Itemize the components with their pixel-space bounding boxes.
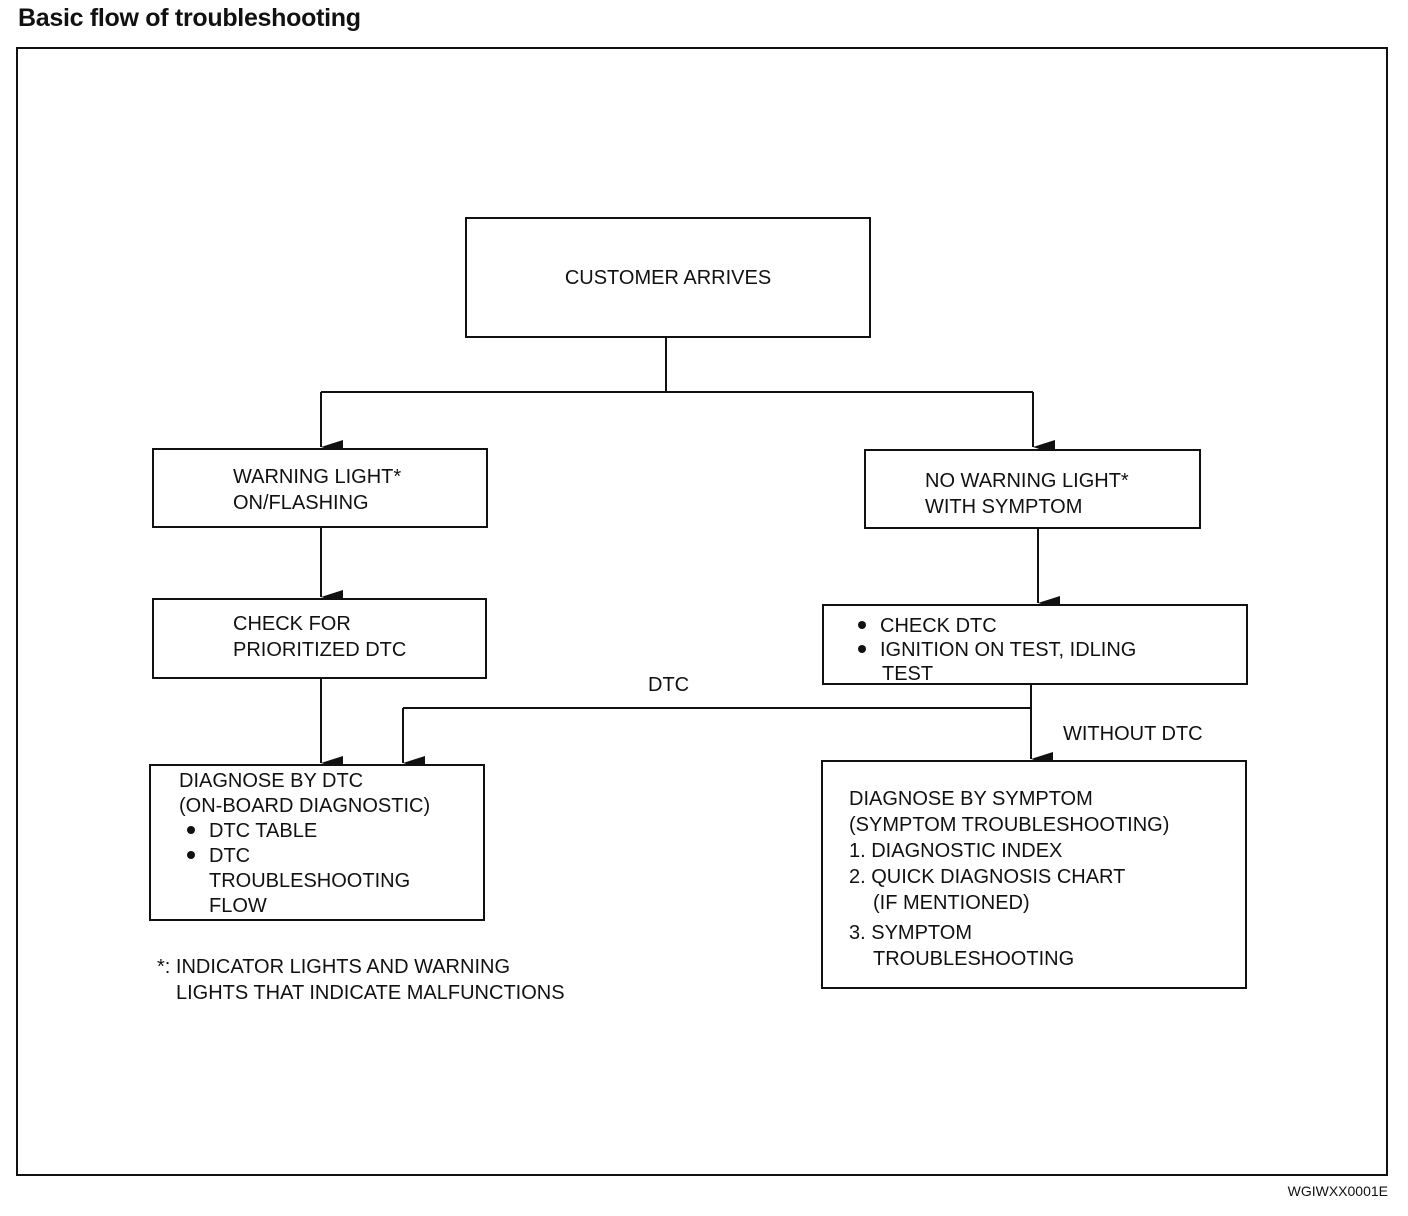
bullet-dot-icon: [187, 819, 209, 844]
node-check-prioritized-line-2: PRIORITIZED DTC: [233, 639, 407, 661]
check-dtc-continuation: TEST: [882, 663, 934, 685]
diagnose-symptom-item-3-cont: TROUBLESHOOTING: [873, 948, 1075, 970]
diagram-frame: [16, 47, 1388, 1176]
diagnose-dtc-bullet-1: DTC TABLE: [179, 819, 483, 844]
diagnose-symptom-item-2-note: (IF MENTIONED): [873, 892, 1030, 914]
diagnose-dtc-bullet-1-text: DTC TABLE: [209, 820, 318, 842]
bullet-dot-icon: [858, 638, 880, 662]
figure-code: WGIWXX0001E: [1287, 1183, 1388, 1199]
diagnose-dtc-continuation-2: FLOW: [209, 895, 267, 917]
node-warning-light-line-1: WARNING LIGHT*: [233, 466, 402, 488]
node-check-prioritized-dtc: CHECK FOR PRIORITIZED DTC: [152, 598, 487, 679]
bullet-dot-icon: [858, 614, 880, 638]
edge-label-without-dtc: WITHOUT DTC: [1063, 723, 1203, 745]
diagnose-dtc-line-1: DIAGNOSE BY DTC: [179, 770, 364, 792]
diagnose-dtc-bullet-2: DTC: [179, 844, 483, 869]
check-dtc-bullet-1: CHECK DTC: [858, 614, 1246, 638]
diagnose-dtc-line-2: (ON-BOARD DIAGNOSTIC): [179, 795, 431, 817]
diagnose-symptom-item-2: 2. QUICK DIAGNOSIS CHART: [849, 866, 1126, 888]
diagnose-symptom-item-1: 1. DIAGNOSTIC INDEX: [849, 840, 1063, 862]
node-customer-arrives: CUSTOMER ARRIVES: [465, 217, 871, 338]
check-dtc-bullet-2-text: IGNITION ON TEST, IDLING: [880, 639, 1137, 661]
node-no-warning-light-line-2: WITH SYMPTOM: [925, 496, 1083, 518]
footnote-line-2: LIGHTS THAT INDICATE MALFUNCTIONS: [176, 982, 565, 1004]
node-diagnose-by-symptom: DIAGNOSE BY SYMPTOM (SYMPTOM TROUBLESHOO…: [821, 760, 1247, 989]
node-check-dtc: CHECK DTC IGNITION ON TEST, IDLING TEST: [822, 604, 1248, 685]
edge-label-dtc: DTC: [648, 674, 690, 696]
node-warning-light-line-2: ON/FLASHING: [233, 492, 369, 514]
diagnose-symptom-line-2: (SYMPTOM TROUBLESHOOTING): [849, 814, 1170, 836]
node-no-warning-light: NO WARNING LIGHT* WITH SYMPTOM: [864, 449, 1201, 529]
node-check-prioritized-line-1: CHECK FOR: [233, 613, 351, 635]
diagnose-symptom-item-3: 3. SYMPTOM: [849, 922, 972, 944]
diagnose-dtc-continuation-1: TROUBLESHOOTING: [209, 870, 411, 892]
diagnose-dtc-bullet-2-text: DTC: [209, 845, 251, 867]
diagnose-symptom-line-1: DIAGNOSE BY SYMPTOM: [849, 788, 1093, 810]
check-dtc-bullet-2: IGNITION ON TEST, IDLING: [858, 638, 1246, 662]
node-diagnose-by-dtc: DIAGNOSE BY DTC (ON-BOARD DIAGNOSTIC) DT…: [149, 764, 485, 921]
node-no-warning-light-line-1: NO WARNING LIGHT*: [925, 470, 1129, 492]
check-dtc-bullet-1-text: CHECK DTC: [880, 615, 997, 637]
footnote-line-1: *: INDICATOR LIGHTS AND WARNING: [157, 956, 510, 978]
page-title: Basic flow of troubleshooting: [18, 4, 361, 32]
bullet-dot-icon: [187, 844, 209, 869]
node-customer-arrives-label: CUSTOMER ARRIVES: [564, 266, 772, 289]
node-warning-light: WARNING LIGHT* ON/FLASHING: [152, 448, 488, 528]
